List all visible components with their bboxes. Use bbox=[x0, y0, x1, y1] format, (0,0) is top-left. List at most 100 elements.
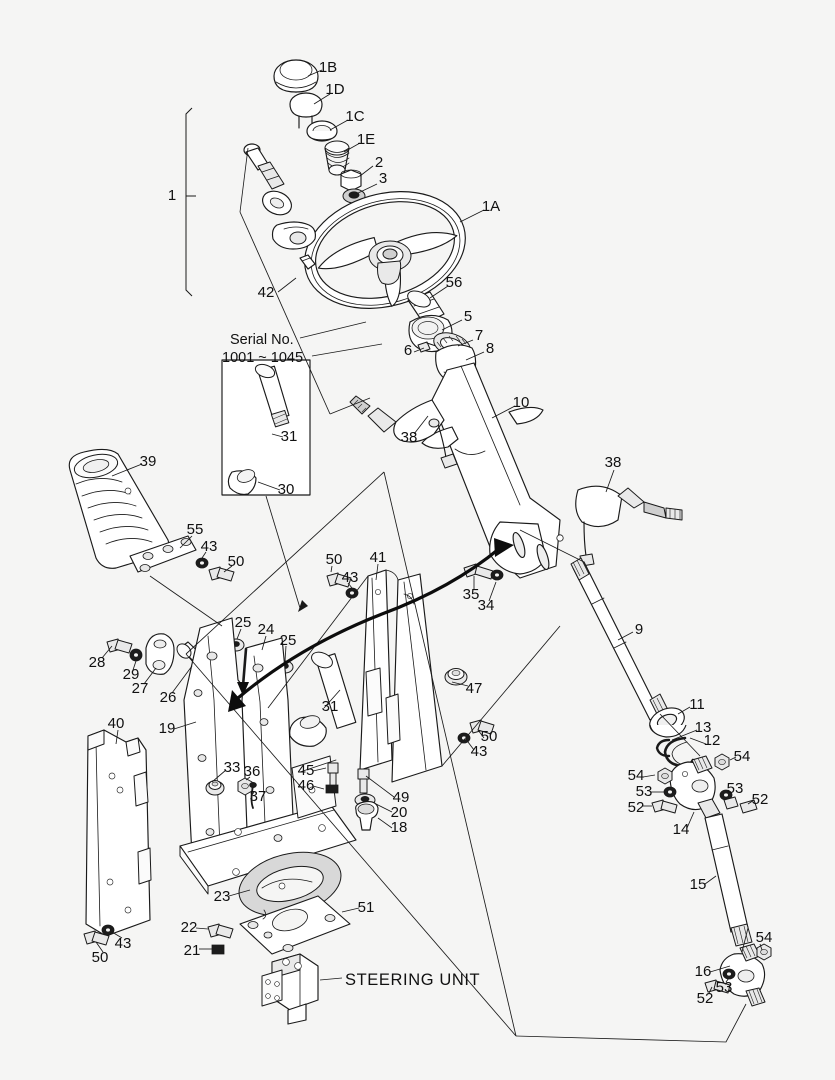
part-callout-41: 41 bbox=[370, 549, 387, 566]
part-50-bolt-c bbox=[469, 719, 495, 735]
part-callout-50: 50 bbox=[92, 949, 109, 966]
serial-note-line2: 1001 ~ 1045 bbox=[222, 350, 303, 366]
part-callout-43: 43 bbox=[115, 935, 132, 952]
part-31-control-lever bbox=[289, 651, 357, 747]
part-callout-21: 21 bbox=[184, 942, 201, 959]
part-9-steering-shaft bbox=[570, 557, 671, 721]
part-28-bolt bbox=[106, 638, 133, 654]
part-callout-12: 12 bbox=[704, 732, 721, 749]
part-callout-1D: 1D bbox=[325, 81, 344, 98]
part-callout-52: 52 bbox=[752, 791, 769, 808]
assembly-direction-arrow bbox=[228, 538, 514, 712]
part-callout-56: 56 bbox=[446, 274, 463, 291]
part-callout-16: 16 bbox=[695, 963, 712, 980]
part-51-mount-plate bbox=[239, 895, 351, 955]
serial-note-block: Serial No. 1001 ~ 1045 bbox=[222, 332, 303, 366]
part-43-washer-b bbox=[345, 587, 359, 599]
part-37-cotter-pin bbox=[249, 782, 257, 809]
part-43-washer-a bbox=[195, 557, 209, 569]
part-callout-52: 52 bbox=[628, 799, 645, 816]
part-1A-steering-wheel bbox=[304, 191, 466, 309]
part-callout-45: 45 bbox=[298, 762, 315, 779]
part-2-nut bbox=[340, 169, 362, 192]
part-callout-18: 18 bbox=[391, 819, 408, 836]
part-callout-35: 35 bbox=[463, 586, 480, 603]
part-callout-54: 54 bbox=[756, 929, 773, 946]
part-callout-43: 43 bbox=[342, 569, 359, 586]
part-1C-ring bbox=[306, 120, 338, 142]
part-callout-1B: 1B bbox=[319, 59, 337, 76]
steering-unit-block bbox=[261, 953, 319, 1025]
part-callout-42: 42 bbox=[258, 284, 275, 301]
part-callout-53: 53 bbox=[636, 783, 653, 800]
part-callout-55: 55 bbox=[187, 521, 204, 538]
part-callout-43: 43 bbox=[471, 743, 488, 760]
part-callout-13: 13 bbox=[695, 719, 712, 736]
part-callout-25: 25 bbox=[235, 614, 252, 631]
part-18-mount-bushing bbox=[355, 801, 379, 831]
part-callout-31: 31 bbox=[281, 428, 298, 445]
part-47-grommet bbox=[444, 668, 468, 686]
part-callout-52: 52 bbox=[697, 990, 714, 1007]
part-callout-9: 9 bbox=[635, 621, 643, 638]
part-callout-29: 29 bbox=[123, 666, 140, 683]
part-callout-20: 20 bbox=[391, 804, 408, 821]
part-callout-23: 23 bbox=[214, 888, 231, 905]
part-callout-10: 10 bbox=[513, 394, 530, 411]
part-27-link-plate bbox=[145, 633, 175, 675]
part-callout-1: 1 bbox=[168, 187, 176, 204]
part-49-bolt bbox=[357, 768, 370, 794]
part-callout-6: 6 bbox=[404, 342, 412, 359]
part-callout-14: 14 bbox=[673, 821, 690, 838]
part-53-washer-lower bbox=[722, 968, 736, 980]
part-callout-38: 38 bbox=[401, 429, 418, 446]
part-52-bolt-left bbox=[651, 799, 678, 814]
part-53-washer-right bbox=[719, 789, 733, 801]
part-callout-3: 3 bbox=[379, 170, 387, 187]
part-callout-36: 36 bbox=[244, 763, 261, 780]
part-1D-insert bbox=[289, 92, 323, 129]
part-callout-15: 15 bbox=[690, 876, 707, 893]
part-callout-1A: 1A bbox=[482, 198, 500, 215]
part-30-inset-knob bbox=[227, 469, 257, 495]
part-50-bolt-a bbox=[208, 566, 235, 582]
part-callout-8: 8 bbox=[486, 340, 494, 357]
part-52-bolt-lower bbox=[704, 979, 731, 994]
part-callout-1E: 1E bbox=[357, 131, 375, 148]
part-callout-37: 37 bbox=[250, 788, 267, 805]
part-callout-30: 30 bbox=[278, 481, 295, 498]
part-31-inset-lever bbox=[254, 363, 290, 428]
part-callout-50: 50 bbox=[481, 728, 498, 745]
part-callout-34: 34 bbox=[478, 597, 495, 614]
part-callout-5: 5 bbox=[464, 308, 472, 325]
part-callout-39: 39 bbox=[140, 453, 157, 470]
part-46-washer bbox=[325, 784, 339, 794]
part-38-left-switch bbox=[349, 395, 458, 469]
assembly-arrow-small bbox=[237, 647, 249, 696]
projection-guide-lines bbox=[149, 147, 749, 1043]
part-callout-51: 51 bbox=[358, 899, 375, 916]
part-callout-50: 50 bbox=[326, 551, 343, 568]
part-15-lower-shaft bbox=[704, 813, 753, 947]
part-54-nut-upper bbox=[714, 753, 730, 771]
part-1B-knob bbox=[273, 59, 319, 93]
part-54-nut-left bbox=[657, 767, 673, 785]
part-1E-spring bbox=[324, 140, 350, 176]
part-21-washer bbox=[211, 944, 225, 955]
part-43-washer-c bbox=[457, 732, 471, 744]
part-callout-31: 31 bbox=[322, 698, 339, 715]
part-callout-2: 2 bbox=[375, 154, 383, 171]
part-callout-33: 33 bbox=[224, 759, 241, 776]
part-callout-43: 43 bbox=[201, 538, 218, 555]
part-callout-24: 24 bbox=[258, 621, 275, 638]
part-callout-7: 7 bbox=[475, 327, 483, 344]
part-callout-53: 53 bbox=[716, 979, 733, 996]
part-14-universal-joint bbox=[669, 755, 721, 819]
serial-note-line1: Serial No. bbox=[230, 332, 294, 348]
part-callout-50: 50 bbox=[228, 553, 245, 570]
part-callout-11: 11 bbox=[689, 696, 705, 713]
part-callout-27: 27 bbox=[132, 680, 149, 697]
callout-leader-lines bbox=[95, 69, 763, 994]
